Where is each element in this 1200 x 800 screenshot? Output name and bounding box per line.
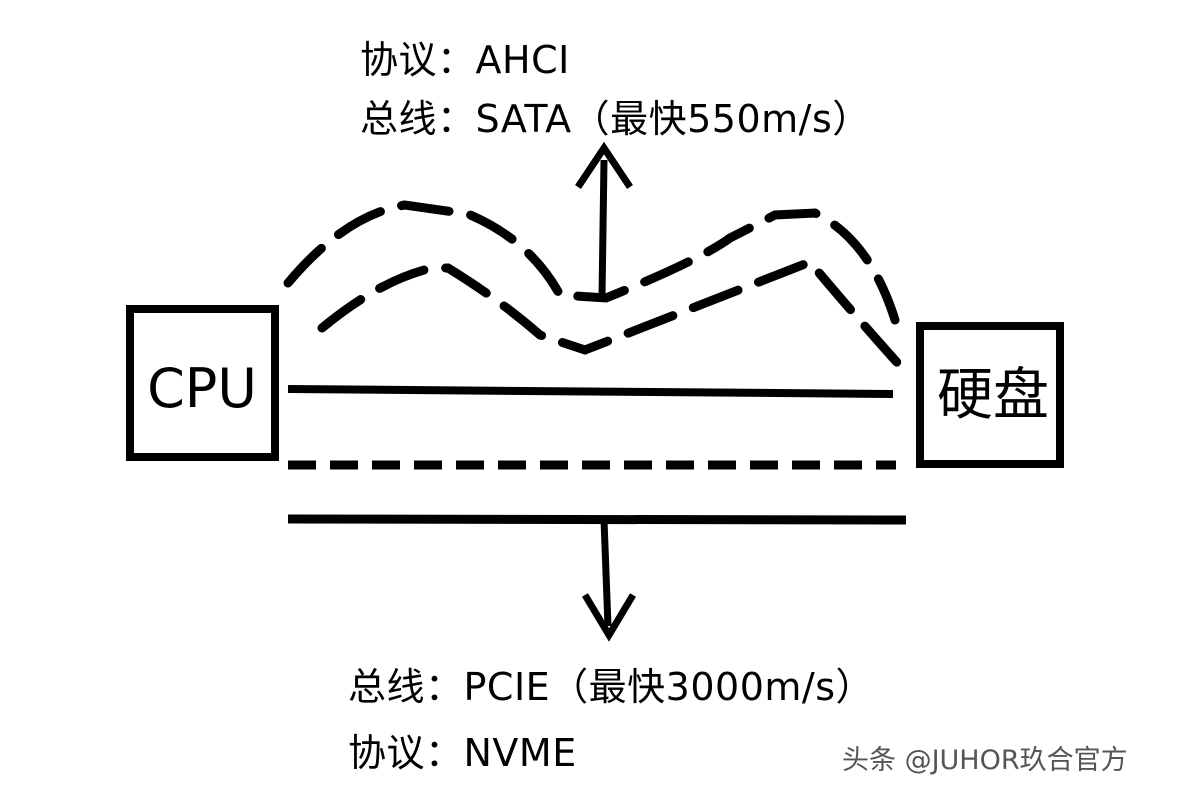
arrow-up: [575, 141, 633, 298]
bottom-bus-label: 总线：PCIE（最快3000m/s）: [348, 665, 874, 709]
watermark-text: 头条 @JUHOR玖合官方: [842, 745, 1128, 776]
solid-line-bottom: [287, 514, 907, 525]
cpu-label: CPU: [147, 357, 257, 420]
arrow-down-shaft: [600, 519, 612, 627]
top-protocol-label: 协议：AHCI: [360, 38, 570, 82]
disk-node: 硬盘: [916, 322, 1064, 468]
solid-line-top: [287, 385, 894, 398]
cpu-node: CPU: [126, 305, 279, 461]
arrow-up-head: [575, 141, 633, 189]
disk-box: [916, 322, 1064, 468]
sata-curve-inner: [317, 256, 907, 373]
arrow-down-head: [581, 593, 637, 642]
bottom-protocol-label: 协议：NVME: [348, 731, 577, 775]
top-bus-label: 总线：SATA（最快550m/s）: [360, 97, 871, 141]
arrow-up-shaft: [598, 159, 608, 298]
cpu-box: [126, 305, 279, 461]
arrow-down: [581, 519, 637, 642]
sata-curve-outer: [283, 200, 900, 325]
disk-label: 硬盘: [937, 363, 1049, 428]
